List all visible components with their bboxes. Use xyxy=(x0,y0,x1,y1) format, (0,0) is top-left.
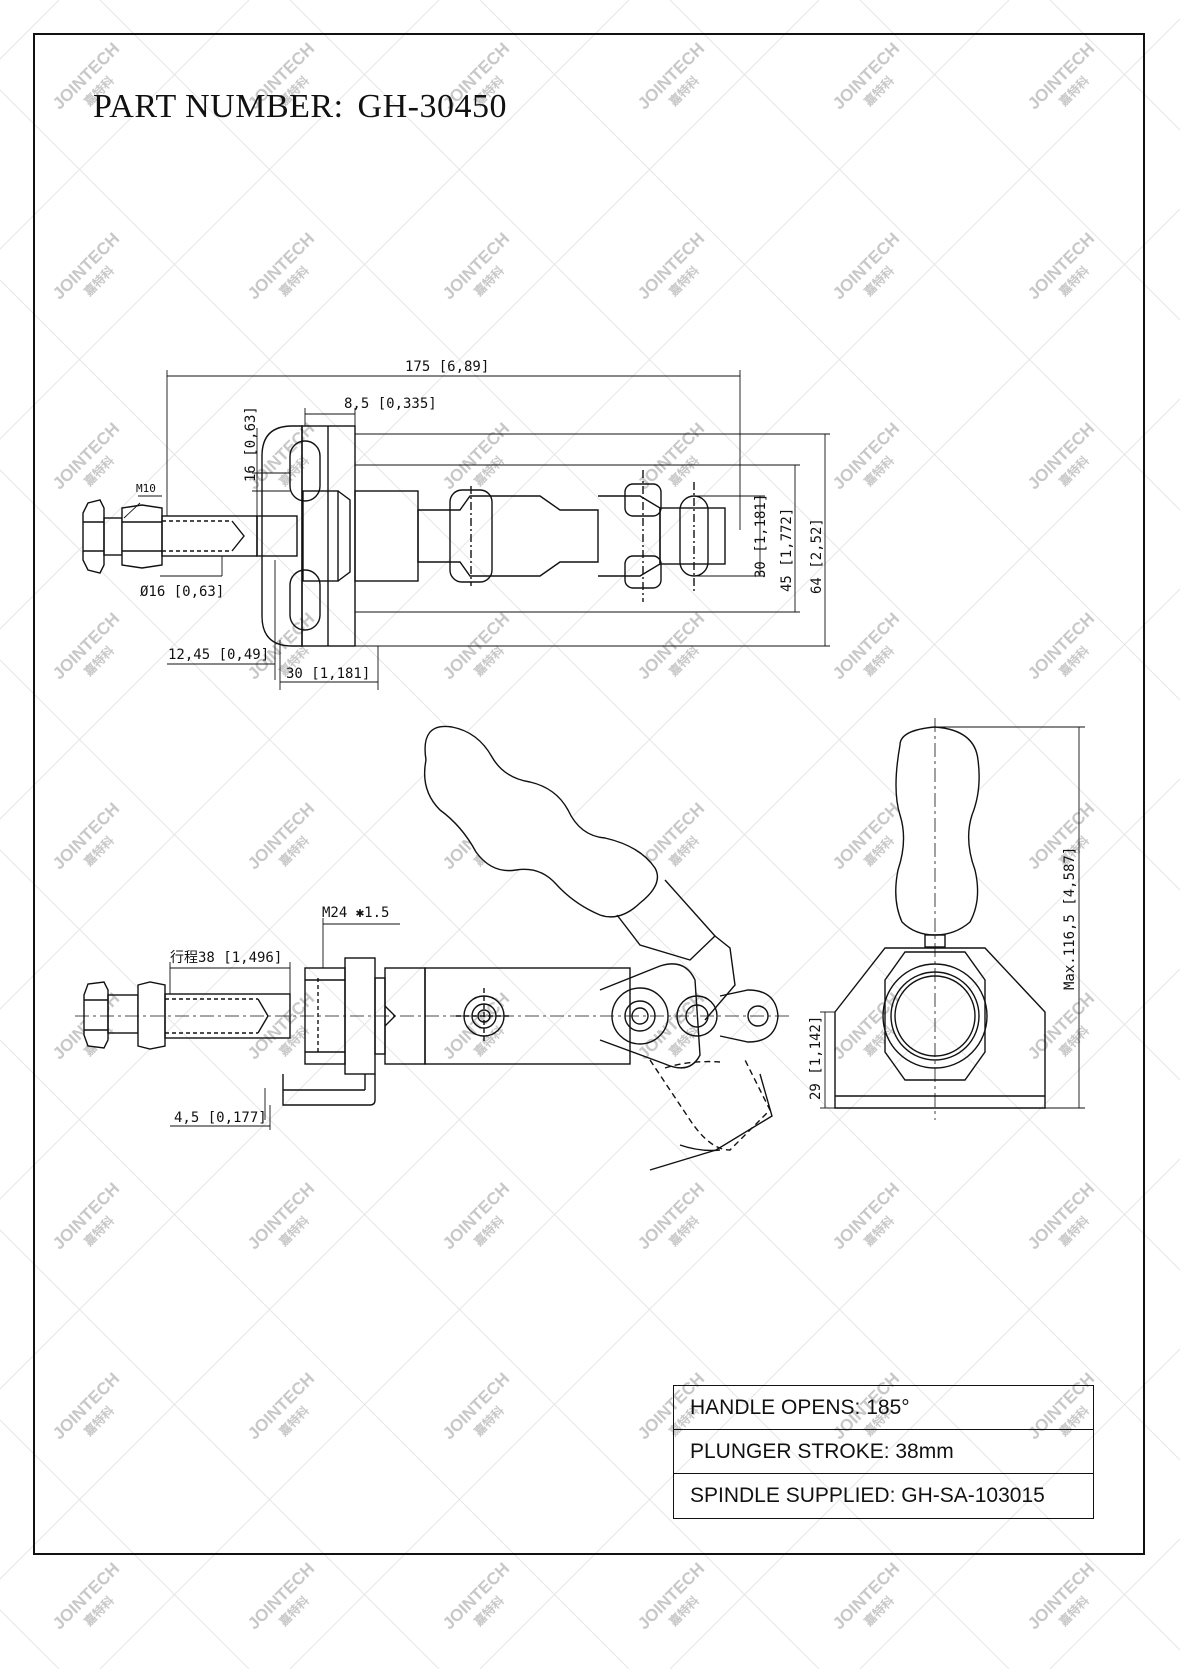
dim-slot-width: 16 [0,63] xyxy=(243,406,259,482)
dim-plate-thickness: 4,5 [0,177] xyxy=(174,1110,267,1126)
dim-offset: 12,45 [0,49] xyxy=(168,647,269,663)
spec-plunger-stroke: PLUNGER STROKE: 38mm xyxy=(674,1430,1093,1474)
dim-plunger-dia: Ø16 [0,63] xyxy=(140,584,224,600)
spec-spindle-supplied: SPINDLE SUPPLIED: GH-SA-103015 xyxy=(690,1484,1045,1507)
page-title: PART NUMBER: GH-30450 xyxy=(93,88,521,126)
dim-height-30: 30 [1,181] xyxy=(753,494,769,578)
spec-table: HANDLE OPENS: 185° PLUNGER STROKE: 38mm … xyxy=(673,1385,1094,1519)
spec-handle-opens: HANDLE OPENS: 185° xyxy=(674,1386,1093,1430)
part-number-label: PART NUMBER: xyxy=(93,88,344,125)
dim-flange-thickness: 8,5 [0,335] xyxy=(344,396,437,412)
dim-base-depth: 30 [1,181] xyxy=(286,666,370,682)
dim-stroke: 行程38 [1,496] xyxy=(170,950,282,966)
drawing-frame xyxy=(33,33,1145,1555)
dim-overall-length: 175 [6,89] xyxy=(405,359,489,375)
dim-base-height: 29 [1,142] xyxy=(808,1016,824,1100)
part-number-value: GH-30450 xyxy=(357,88,507,125)
dim-max-height: Max.116,5 [4,587] xyxy=(1062,847,1078,990)
dim-thread-m10: M10 xyxy=(136,482,156,495)
dim-thread-m24: M24 ✱1.5 xyxy=(322,905,389,921)
dim-height-64: 64 [2,52] xyxy=(809,518,825,594)
dim-height-45: 45 [1,772] xyxy=(779,508,795,592)
